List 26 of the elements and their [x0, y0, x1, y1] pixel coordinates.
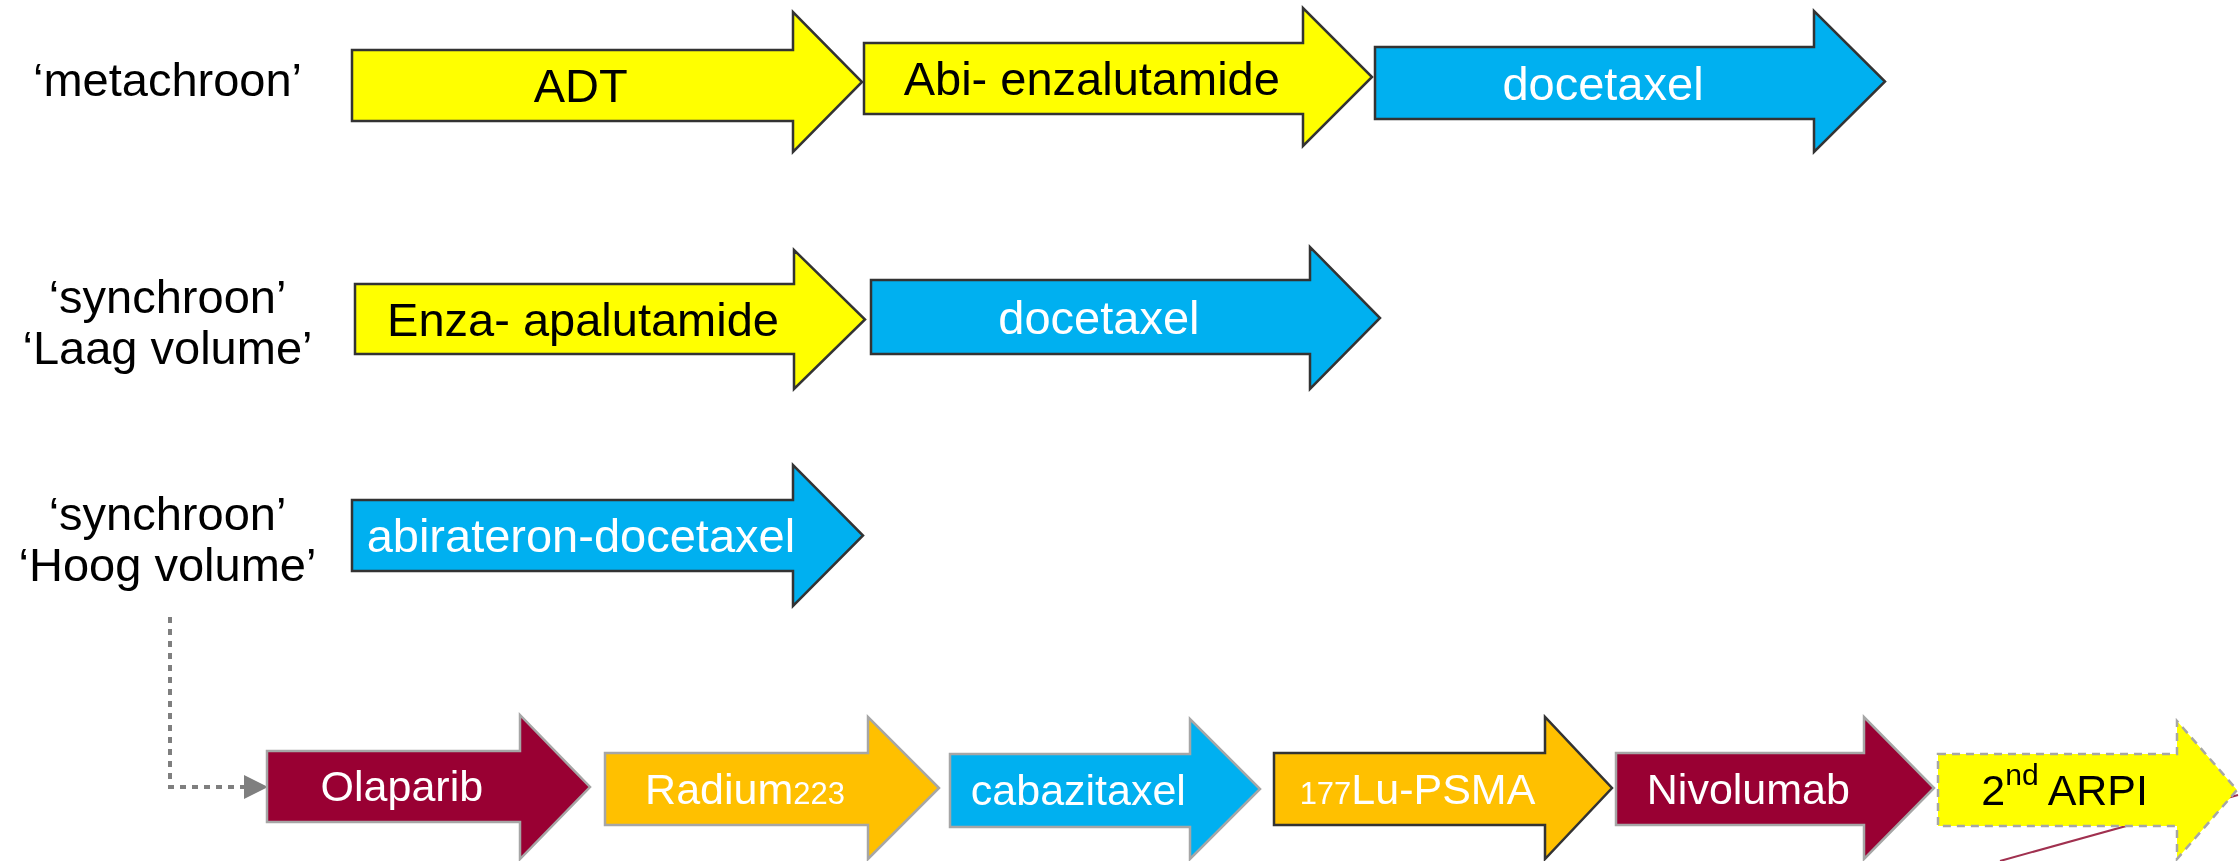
row-label: ‘synchroon’ ‘Hoog volume’ [17, 489, 318, 591]
step-text: Enza- apalutamide [386, 291, 780, 348]
process-step [354, 249, 866, 390]
step-text: 2$^{nd}$ ARPI [1980, 756, 2149, 816]
process-step [1273, 716, 1613, 860]
row-label: ‘metachroon’ [31, 54, 304, 106]
process-step [949, 718, 1261, 860]
process-step [1615, 716, 1935, 860]
process-step [1374, 10, 1886, 153]
step-text: abirateron-docetaxel [365, 508, 797, 564]
step-text: Nivolumab [1645, 763, 1851, 815]
step-text: Abi- enzalutamide [902, 51, 1281, 107]
process-step [351, 11, 863, 153]
step-text: docetaxel [997, 289, 1201, 346]
step-text: ADT [532, 58, 629, 114]
process-step [1937, 720, 2238, 860]
row-label: ‘synchroon’ ‘Laag volume’ [21, 272, 314, 374]
step-text: Olaparib [319, 761, 485, 812]
process-step [351, 464, 864, 607]
arrow [168, 617, 268, 799]
step-text: cabazitaxel [969, 765, 1187, 816]
process-step [863, 7, 1373, 147]
process-step [870, 246, 1381, 390]
step-text: docetaxel [1501, 55, 1705, 112]
process-step [604, 716, 940, 860]
process-step [266, 714, 591, 860]
